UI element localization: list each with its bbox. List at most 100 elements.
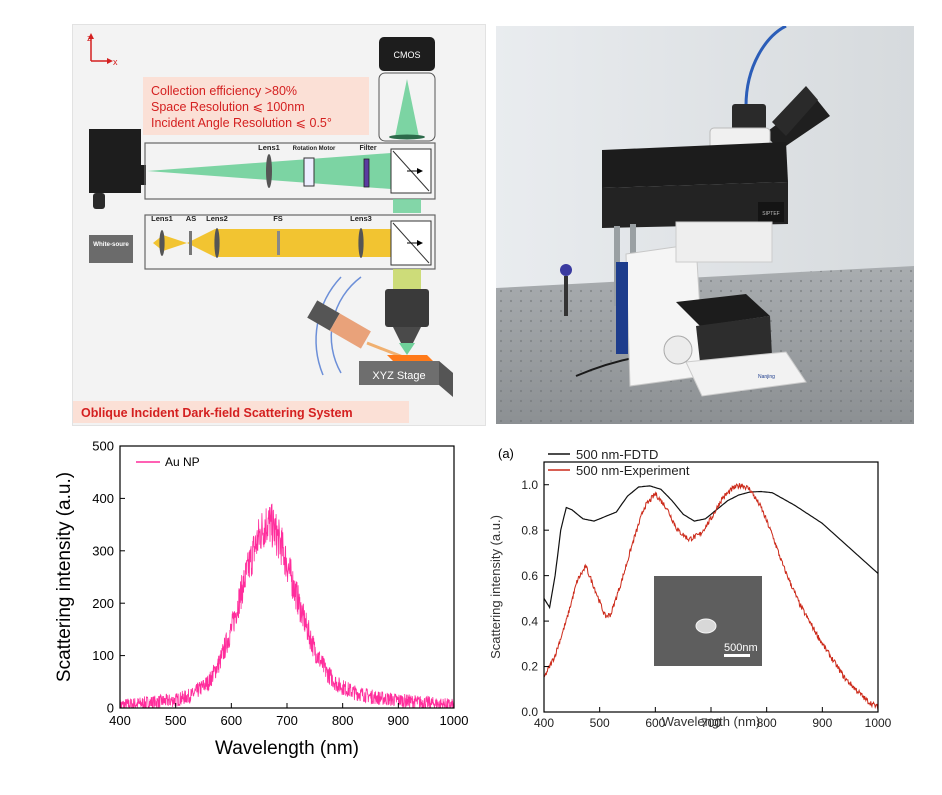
x-tick-label: 900: [387, 713, 409, 728]
left-legend-label: Au NP: [165, 455, 200, 469]
scale-bar: [724, 654, 750, 657]
y-tick-label: 0.8: [521, 523, 538, 537]
x-tick-label: 500: [165, 713, 187, 728]
x-tick-label: 700: [276, 713, 298, 728]
lens3-label: Lens3: [350, 214, 372, 223]
xyz-stage-icon: [359, 361, 439, 385]
detection-path-box: [144, 142, 436, 200]
filter-icon: [363, 158, 370, 188]
x-arrow-head-icon: [107, 58, 113, 64]
oblique-light-icon: [307, 300, 371, 349]
inset-scale-label: 500nm: [724, 642, 758, 654]
x-tick-label: 700: [701, 716, 721, 730]
x-tick-label: 1000: [865, 716, 892, 730]
rotation-motor-label: Rotation Motor: [293, 146, 336, 152]
right-x-ticks: 400 500 600 700 800 900 1000: [534, 707, 892, 730]
fdtd-experiment-svg: 400 500 600 700 800 900 1000 0.0 0.2 0.4 0.6 0.8 1.…: [488, 446, 892, 730]
x-tick-label: 400: [109, 713, 131, 728]
focus-knob-icon: [663, 335, 693, 365]
right-y-ticks: 0.0 0.2 0.4 0.6 0.8 1.0: [521, 478, 549, 719]
y-tick-label: 0.6: [521, 569, 538, 583]
microscope-illustration: SIPTEF Nanjing: [496, 24, 914, 424]
left-x-axis-label: Wavelength (nm): [215, 738, 359, 759]
y-tick-label: 300: [92, 543, 114, 558]
series-line-0: [119, 503, 455, 709]
illumination-path-box: [144, 214, 436, 270]
x-tick-label: 800: [757, 716, 777, 730]
cmos-camera-icon: [379, 37, 435, 71]
mixed-beam: [393, 269, 421, 291]
axis-x-label: x: [113, 57, 118, 67]
y-tick-label: 100: [92, 648, 114, 663]
series-line-1: [543, 483, 879, 711]
x-tick-label: 400: [534, 716, 554, 730]
filter-label: Filter: [359, 145, 376, 152]
aperture-stop-icon: [189, 231, 192, 255]
left-plot-frame: [119, 445, 455, 709]
objective-icon: [385, 289, 429, 327]
y-tick-label: 0.2: [521, 660, 538, 674]
spec-space-resolution: Space Resolution ⩽ 100nm: [151, 100, 305, 114]
right-legend-fdtd: 500 nm-FDTD: [576, 447, 658, 462]
left-series-group: [119, 503, 455, 709]
spec-box: [143, 77, 369, 135]
lens1-illum-label: Lens1: [151, 214, 173, 223]
caption-box: [73, 401, 409, 423]
schematic-panel: z x Collection efficiency >80% Space Res…: [72, 24, 486, 426]
spec-collection: Collection efficiency >80%: [151, 84, 297, 98]
usb-cable: [744, 24, 787, 107]
y-tick-label: 200: [92, 596, 114, 611]
right-x-axis-label: Wavelength (nm): [662, 714, 761, 729]
right-legend-experiment: 500 nm-Experiment: [576, 463, 690, 478]
panel-label: (a): [498, 446, 514, 461]
camera-icon: [732, 104, 766, 130]
lens3-icon: [358, 228, 364, 258]
x-tick-label: 1000: [440, 713, 469, 728]
camera-label: CMOS: [394, 50, 421, 60]
x-tick-label: 900: [812, 716, 832, 730]
green-beam-up: [395, 79, 419, 137]
stage-label: XYZ Stage: [372, 370, 425, 382]
lens2-label: Lens2: [206, 214, 228, 223]
y-tick-label: 0.4: [521, 614, 538, 628]
blue-strip: [616, 262, 628, 354]
as-label: AS: [186, 214, 196, 223]
left-y-axis-label: Scattering intensity (a.u.): [54, 472, 75, 682]
y-tick-label: 400: [92, 491, 114, 506]
yellow-beam: [215, 229, 391, 257]
detector-box-icon: [89, 129, 141, 193]
black-module: [602, 142, 788, 188]
y-tick-label: 1.0: [521, 478, 538, 492]
schematic-caption: Oblique Incident Dark-field Scattering S…: [81, 406, 353, 420]
right-y-axis-label: Scattering intensity (a.u.): [488, 515, 503, 659]
sem-inset: 500nm: [654, 576, 762, 666]
source-label: White-soure: [93, 241, 129, 248]
tube-lens-icon: [389, 134, 425, 140]
schematic-diagram: z x Collection efficiency >80% Space Res…: [73, 33, 453, 423]
y-tick-label: 0.0: [521, 705, 538, 719]
lens1-detect-icon: [266, 154, 272, 188]
white-source-icon: [89, 235, 133, 263]
stage-icon: [676, 294, 770, 326]
rotation-motor-icon: [303, 157, 315, 187]
base-label: Nanjing: [758, 374, 775, 380]
series-line-0: [543, 485, 879, 610]
x-tick-label: 600: [220, 713, 242, 728]
fdtd-experiment-chart: 400 500 600 700 800 900 1000 0.0 0.2 0.4 0.6 0.8 1.…: [480, 440, 900, 785]
microscope-photo: SIPTEF Nanjing: [496, 24, 914, 424]
tube-outline: [378, 72, 436, 142]
fs-label: FS: [273, 214, 283, 223]
x-tick-label: 800: [332, 713, 354, 728]
lens2-icon: [214, 228, 220, 258]
y-tick-label: 500: [92, 439, 114, 454]
microscope-base: [685, 351, 807, 397]
right-series-group: [543, 483, 879, 711]
nanoparticle-icon: [695, 618, 717, 634]
x-tick-label: 500: [590, 716, 610, 730]
x-tick-label: 600: [645, 716, 665, 730]
spec-angle-resolution: Incident Angle Resolution ⩽ 0.5°: [151, 116, 332, 130]
lens1-illum-icon: [159, 230, 165, 256]
side-light-icon: [560, 264, 572, 276]
